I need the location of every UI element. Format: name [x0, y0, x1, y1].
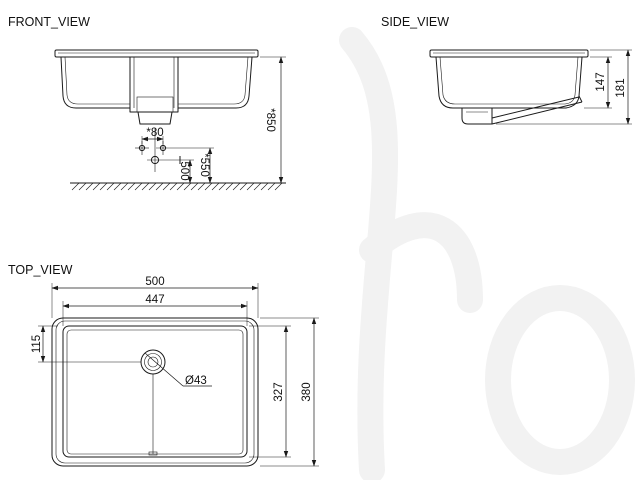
- dim-valve-spacing-label: *80: [146, 127, 163, 139]
- dim-drain-offset-label: 115: [31, 335, 43, 353]
- dim-rim-height: *850: [260, 56, 286, 184]
- side-view-title: SIDE_VIEW: [381, 15, 449, 29]
- top-view: TOP_VIEW Ø43 500: [8, 263, 319, 467]
- dim-overall-height-label: 181: [615, 78, 627, 97]
- dim-overall-width: 500: [51, 276, 259, 318]
- top-view-sink-outline: [51, 317, 259, 467]
- dim-drain-outlet-height: 500: [178, 159, 193, 184]
- side-view-sink-body: [429, 49, 589, 125]
- drain-hole: Ø43: [140, 349, 212, 387]
- dim-bowl-width: 447: [62, 294, 248, 326]
- watermark-logo: [339, 27, 635, 480]
- dim-supply-height: *550: [198, 147, 213, 184]
- front-view-sink-body: [54, 49, 259, 125]
- dim-bowl-depth-label: 147: [595, 72, 607, 91]
- dim-bowl-width-label: 447: [145, 294, 164, 306]
- front-view: FRONT_VIEW: [8, 15, 286, 191]
- dim-bowl-depth: 147: [584, 56, 612, 109]
- side-view: SIDE_VIEW 147 181: [381, 15, 632, 125]
- dim-overall-height: 181: [496, 49, 632, 125]
- dim-overall-length: 380: [260, 317, 319, 467]
- dim-supply-height-label: *550: [198, 153, 210, 177]
- dim-drain-diameter-label: Ø43: [185, 375, 207, 387]
- dim-overall-width-label: 500: [145, 276, 164, 288]
- dim-drain-outlet-height-label: 500: [178, 161, 190, 180]
- front-view-title: FRONT_VIEW: [8, 15, 90, 29]
- dim-rim-height-label: *850: [264, 108, 276, 132]
- dim-valve-spacing: *80: [141, 127, 164, 144]
- dim-overall-length-label: 380: [301, 382, 313, 401]
- top-view-title: TOP_VIEW: [8, 263, 73, 277]
- dim-bowl-length-label: 327: [273, 382, 285, 401]
- dim-drain-offset: 115: [31, 325, 141, 363]
- dim-bowl-length: 327: [249, 325, 291, 458]
- drain-outlet-symbol: [147, 155, 194, 165]
- floor-line: [70, 182, 286, 191]
